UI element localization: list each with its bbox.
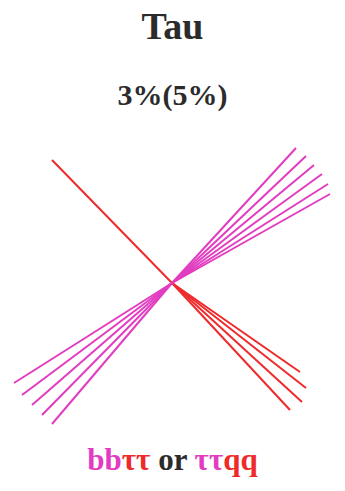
percentage-label: 3%(5%): [0, 78, 345, 112]
decay-part: ττ: [122, 442, 151, 477]
decay-part: bb: [87, 442, 121, 477]
decay-part: qq: [223, 442, 257, 477]
decay-modes: bbττ or ττqq: [0, 442, 345, 478]
red-jets: [52, 160, 306, 410]
magenta-jets: [14, 148, 330, 424]
decay-part: ττ: [195, 442, 224, 477]
title: Tau: [0, 4, 345, 48]
connective-word: or: [158, 442, 187, 477]
